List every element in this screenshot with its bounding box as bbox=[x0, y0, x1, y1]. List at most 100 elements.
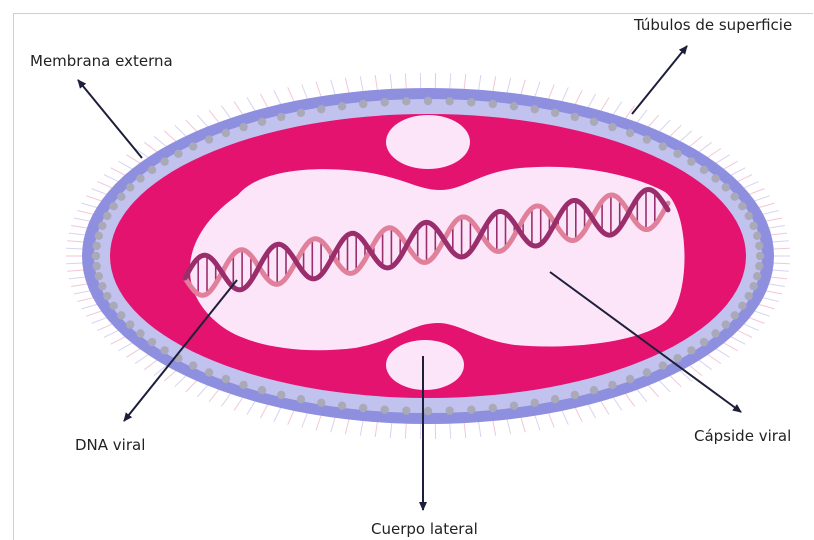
membrane-bead bbox=[659, 361, 667, 369]
membrane-bead bbox=[103, 292, 111, 300]
membrane-bead bbox=[731, 311, 739, 319]
membrane-bead bbox=[277, 391, 285, 399]
membrane-bead bbox=[93, 262, 101, 270]
membrane-bead bbox=[424, 97, 432, 105]
membrane-bead bbox=[711, 174, 719, 182]
membrane-bead bbox=[109, 202, 117, 210]
membrane-bead bbox=[222, 375, 230, 383]
label-viral-capsid: Cápside viral bbox=[694, 427, 791, 445]
membrane-bead bbox=[571, 113, 579, 121]
membrane-bead bbox=[317, 399, 325, 407]
membrane-bead bbox=[381, 98, 389, 106]
membrane-bead bbox=[126, 183, 134, 191]
membrane-bead bbox=[687, 346, 695, 354]
membrane-bead bbox=[189, 142, 197, 150]
membrane-bead bbox=[571, 391, 579, 399]
membrane-bead bbox=[551, 109, 559, 117]
membrane-bead bbox=[722, 320, 730, 328]
membrane-bead bbox=[673, 354, 681, 362]
membrane-bead bbox=[136, 174, 144, 182]
membrane-bead bbox=[756, 252, 764, 260]
membrane-bead bbox=[489, 404, 497, 412]
membrane-bead bbox=[98, 282, 106, 290]
membrane-bead bbox=[359, 100, 367, 108]
membrane-bead bbox=[467, 406, 475, 414]
membrane-bead bbox=[98, 222, 106, 230]
membrane-bead bbox=[510, 102, 518, 110]
membrane-bead bbox=[446, 407, 454, 415]
membrane-bead bbox=[738, 302, 746, 310]
membrane-bead bbox=[103, 212, 111, 220]
membrane-bead bbox=[92, 252, 100, 260]
membrane-bead bbox=[608, 123, 616, 131]
membrane-bead bbox=[239, 123, 247, 131]
membrane-bead bbox=[239, 381, 247, 389]
membrane-bead bbox=[205, 135, 213, 143]
membrane-bead bbox=[643, 135, 651, 143]
label-surface-tubules: Túbulos de superficie bbox=[634, 16, 792, 34]
membrane-bead bbox=[126, 320, 134, 328]
membrane-bead bbox=[531, 105, 539, 113]
lateral-body-top bbox=[386, 115, 470, 169]
membrane-bead bbox=[117, 311, 125, 319]
membrane-bead bbox=[489, 100, 497, 108]
membrane-bead bbox=[626, 129, 634, 137]
membrane-bead bbox=[643, 368, 651, 376]
membrane-bead bbox=[381, 406, 389, 414]
membrane-bead bbox=[148, 338, 156, 346]
membrane-bead bbox=[531, 399, 539, 407]
membrane-bead bbox=[755, 262, 763, 270]
membrane-bead bbox=[189, 361, 197, 369]
membrane-bead bbox=[753, 272, 761, 280]
membrane-bead bbox=[258, 386, 266, 394]
membrane-bead bbox=[317, 105, 325, 113]
membrane-bead bbox=[510, 402, 518, 410]
membrane-bead bbox=[338, 402, 346, 410]
membrane-bead bbox=[745, 292, 753, 300]
membrane-bead bbox=[738, 202, 746, 210]
membrane-bead bbox=[95, 232, 103, 240]
membrane-bead bbox=[424, 407, 432, 415]
arrow-surface-tubules bbox=[632, 46, 687, 114]
membrane-bead bbox=[687, 157, 695, 165]
membrane-bead bbox=[160, 157, 168, 165]
membrane-bead bbox=[626, 375, 634, 383]
membrane-bead bbox=[109, 302, 117, 310]
membrane-bead bbox=[402, 407, 410, 415]
membrane-bead bbox=[93, 242, 101, 250]
membrane-bead bbox=[297, 395, 305, 403]
membrane-bead bbox=[148, 166, 156, 174]
membrane-bead bbox=[359, 404, 367, 412]
membrane-bead bbox=[753, 232, 761, 240]
membrane-bead bbox=[258, 118, 266, 126]
membrane-bead bbox=[749, 222, 757, 230]
membrane-bead bbox=[731, 193, 739, 201]
membrane-bead bbox=[700, 338, 708, 346]
membrane-bead bbox=[174, 150, 182, 158]
membrane-bead bbox=[673, 150, 681, 158]
lateral-body-bottom bbox=[386, 340, 464, 390]
membrane-bead bbox=[277, 113, 285, 121]
membrane-bead bbox=[590, 386, 598, 394]
membrane-bead bbox=[338, 102, 346, 110]
membrane-bead bbox=[446, 97, 454, 105]
membrane-bead bbox=[659, 142, 667, 150]
membrane-bead bbox=[745, 212, 753, 220]
membrane-bead bbox=[222, 129, 230, 137]
membrane-bead bbox=[749, 282, 757, 290]
label-viral-dna: DNA viral bbox=[75, 436, 145, 454]
label-lateral-body: Cuerpo lateral bbox=[371, 520, 478, 538]
membrane-bead bbox=[297, 109, 305, 117]
membrane-bead bbox=[608, 381, 616, 389]
membrane-bead bbox=[160, 346, 168, 354]
membrane-bead bbox=[755, 242, 763, 250]
membrane-bead bbox=[590, 118, 598, 126]
membrane-bead bbox=[551, 395, 559, 403]
membrane-bead bbox=[711, 329, 719, 337]
membrane-bead bbox=[722, 183, 730, 191]
membrane-bead bbox=[95, 272, 103, 280]
membrane-bead bbox=[700, 166, 708, 174]
membrane-bead bbox=[136, 329, 144, 337]
